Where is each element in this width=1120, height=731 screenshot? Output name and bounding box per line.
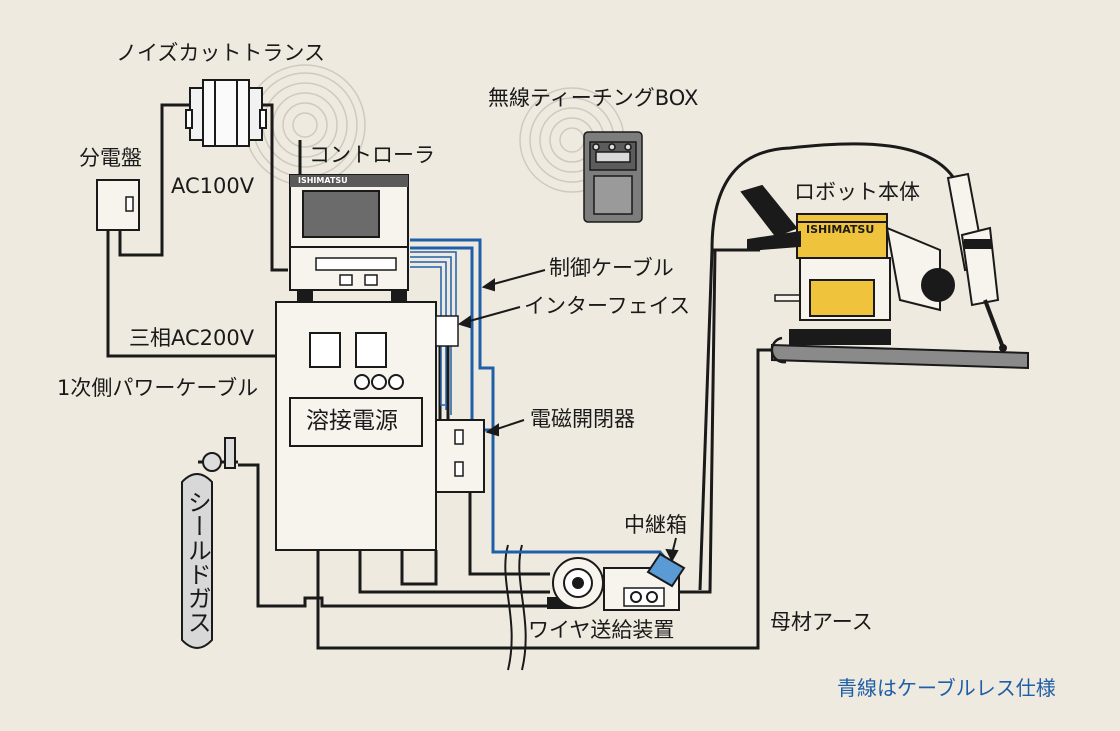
relay-box bbox=[646, 552, 686, 588]
wire-feeder bbox=[547, 557, 680, 611]
distribution-board-label: 分電盤 bbox=[79, 146, 142, 170]
base-material-ground-label: 母材アース bbox=[770, 610, 873, 634]
wireless-teaching-box-label: 無線ティーチングBOX bbox=[488, 86, 699, 110]
cable-break-symbol bbox=[504, 544, 527, 671]
shield-gas-text: シールドガス bbox=[183, 490, 212, 634]
callout-arrows bbox=[457, 269, 546, 437]
robot-body-label: ロボット本体 bbox=[794, 180, 920, 204]
control-cable-label: 制御ケーブル bbox=[549, 256, 674, 280]
interface-label: インターフェイス bbox=[524, 294, 691, 318]
interface-box bbox=[435, 315, 459, 347]
three-phase-ac200v-label: 三相AC200V bbox=[129, 326, 255, 350]
distribution-board bbox=[96, 179, 140, 231]
controller bbox=[289, 140, 409, 303]
controller-label: コントローラ bbox=[309, 143, 435, 167]
noise-cut-transformer-label: ノイズカットトランス bbox=[116, 41, 325, 65]
robot-body bbox=[740, 172, 1029, 370]
magnetic-switch-label: 電磁開閉器 bbox=[530, 407, 635, 431]
relay-box-label: 中継箱 bbox=[624, 513, 687, 537]
primary-power-cable-label: 1次側パワーケーブル bbox=[57, 376, 259, 400]
power-cables bbox=[106, 103, 957, 650]
welding-power-source bbox=[275, 301, 437, 551]
welding-power-source-label: 溶接電源 bbox=[306, 408, 398, 434]
relay-box-arrow bbox=[665, 537, 679, 563]
interface-blue-wires bbox=[410, 251, 457, 415]
controller-brand-label: ISHIMATSU bbox=[298, 176, 348, 185]
ac100v-label: AC100V bbox=[171, 174, 255, 198]
magnetic-switch bbox=[435, 419, 485, 493]
noise-cut-transformer bbox=[185, 79, 267, 147]
cableless-note: 青線はケーブルレス仕様 bbox=[837, 676, 1056, 700]
robot-brand-label: ISHIMATSU bbox=[806, 223, 875, 236]
shield-gas-cylinder bbox=[181, 437, 238, 649]
wireless-teaching-box bbox=[583, 131, 643, 223]
wire-feeder-label: ワイヤ送給装置 bbox=[528, 618, 675, 642]
shield-gas-label: シールドガス bbox=[182, 490, 212, 639]
